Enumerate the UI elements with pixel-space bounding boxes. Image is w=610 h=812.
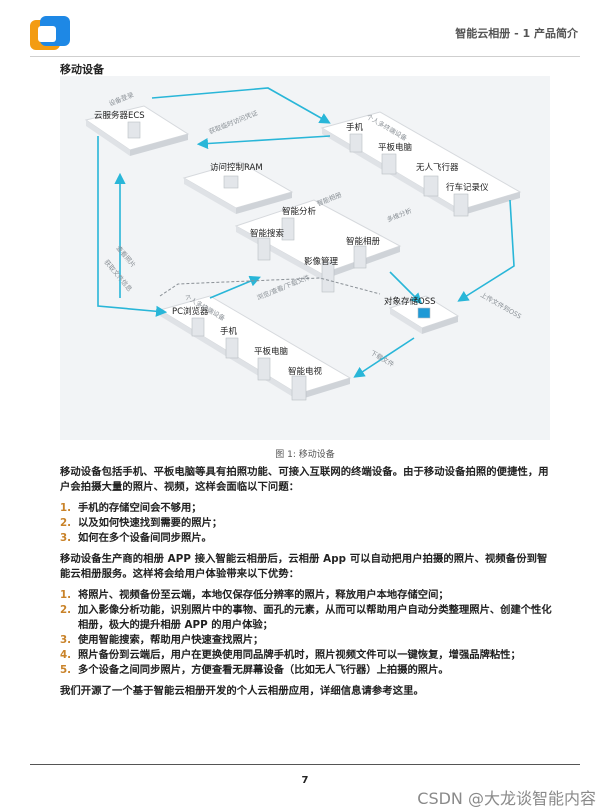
solution-paragraph: 移动设备生产商的相册 APP 接入智能云相册后，云相册 App 可以自动把用户拍… bbox=[60, 552, 552, 582]
multi-analysis-label: 多维分析 bbox=[385, 206, 413, 224]
pc-box bbox=[192, 318, 204, 336]
body-content: 移动设备包括手机、平板电脑等具有拍照功能、可接入互联网的终端设备。由于移动设备拍… bbox=[60, 465, 552, 705]
arrow-browse-download bbox=[210, 278, 258, 298]
ram-box bbox=[224, 176, 238, 188]
smart-search-label: 智能搜索 bbox=[250, 228, 284, 239]
product-logo bbox=[30, 16, 72, 54]
phone2-box bbox=[226, 338, 238, 358]
list-item: 1.手机的存储空间会不够用； bbox=[60, 501, 552, 516]
ram-label: 访问控制RAM bbox=[210, 162, 263, 173]
phone2-label: 手机 bbox=[220, 326, 238, 337]
upload-label: 上传文件到OSS bbox=[479, 290, 523, 321]
header-divider bbox=[30, 56, 580, 57]
dashcam-box bbox=[454, 194, 468, 216]
phone-box bbox=[350, 134, 362, 152]
problem-list: 1.手机的存储空间会不够用； 2.以及如何快速找到需要的照片； 3.如何在多个设… bbox=[60, 501, 552, 546]
view-photos-label: 查看照片 bbox=[114, 244, 138, 270]
device-login-label: 设备登录 bbox=[107, 90, 135, 108]
list-item: 5.多个设备之间同步照片，方便查看无屏幕设备（比如无人飞行器）上拍摄的照片。 bbox=[60, 663, 552, 678]
smart-tv-label: 智能电视 bbox=[288, 366, 323, 377]
download-label: 下载文件 bbox=[369, 348, 396, 369]
closing-paragraph: 我们开源了一个基于智能云相册开发的个人云相册应用，详细信息请参考这里。 bbox=[60, 684, 552, 699]
document-header-title: 智能云相册 - 1 产品简介 bbox=[455, 25, 578, 41]
tablet-box bbox=[382, 154, 396, 174]
image-mgmt-label: 影像管理 bbox=[304, 256, 339, 267]
tablet2-label: 平板电脑 bbox=[254, 346, 289, 357]
list-item: 3.如何在多个设备间同步照片。 bbox=[60, 531, 552, 546]
tablet2-box bbox=[258, 358, 270, 380]
architecture-diagram: 云服务器ECS 访问控制RAM 手机 平板电脑 无人飞行器 行车记录仪 智能分析… bbox=[60, 76, 550, 440]
diagram-canvas: 云服务器ECS 访问控制RAM 手机 平板电脑 无人飞行器 行车记录仪 智能分析… bbox=[60, 76, 550, 440]
phone-label: 手机 bbox=[346, 122, 364, 133]
dashcam-label: 行车记录仪 bbox=[446, 182, 489, 193]
figure-caption: 图 1: 移动设备 bbox=[0, 447, 610, 460]
drone-label: 无人飞行器 bbox=[416, 162, 459, 173]
intro-paragraph: 移动设备包括手机、平板电脑等具有拍照功能、可接入互联网的终端设备。由于移动设备拍… bbox=[60, 465, 552, 495]
benefit-list: 1.将照片、视频备份至云端，本地仅保存低分辨率的照片，释放用户本地存储空间； 2… bbox=[60, 588, 552, 678]
album-region-label: 智能相册 bbox=[315, 190, 343, 208]
list-item: 2.加入影像分析功能，识别照片中的事物、面孔的元素，从而可以帮助用户自动分类整理… bbox=[60, 603, 552, 633]
smart-album-label: 智能相册 bbox=[346, 236, 381, 247]
list-item: 2.以及如何快速找到需要的照片； bbox=[60, 516, 552, 531]
smart-album-box bbox=[354, 246, 366, 268]
oss-label: 对象存储OSS bbox=[384, 296, 435, 307]
list-item: 4.照片备份到云端后，用户在更换使用同品牌手机时，照片视频文件可以一键恢复，增强… bbox=[60, 648, 552, 663]
browse-download-label: 浏览/查看/下载文件 bbox=[255, 272, 311, 302]
section-title: 移动设备 bbox=[60, 61, 104, 77]
tablet-label: 平板电脑 bbox=[378, 142, 413, 153]
oss-box bbox=[418, 308, 430, 318]
arrow-get-token bbox=[200, 136, 330, 144]
ecs-server-box bbox=[128, 122, 140, 138]
tv-box bbox=[292, 376, 306, 400]
smart-analysis-label: 智能分析 bbox=[282, 206, 317, 217]
list-item: 3.使用智能搜索，帮助用户快速查找照片； bbox=[60, 633, 552, 648]
watermark: CSDN @大龙谈智能内容 bbox=[417, 785, 596, 809]
smart-search-box bbox=[258, 238, 270, 260]
drone-box bbox=[424, 176, 438, 196]
footer-divider bbox=[30, 764, 580, 765]
ecs-label: 云服务器ECS bbox=[94, 110, 145, 121]
get-token-label: 获取临时访问凭证 bbox=[207, 108, 259, 136]
list-item: 1.将照片、视频备份至云端，本地仅保存低分辨率的照片，释放用户本地存储空间； bbox=[60, 588, 552, 603]
